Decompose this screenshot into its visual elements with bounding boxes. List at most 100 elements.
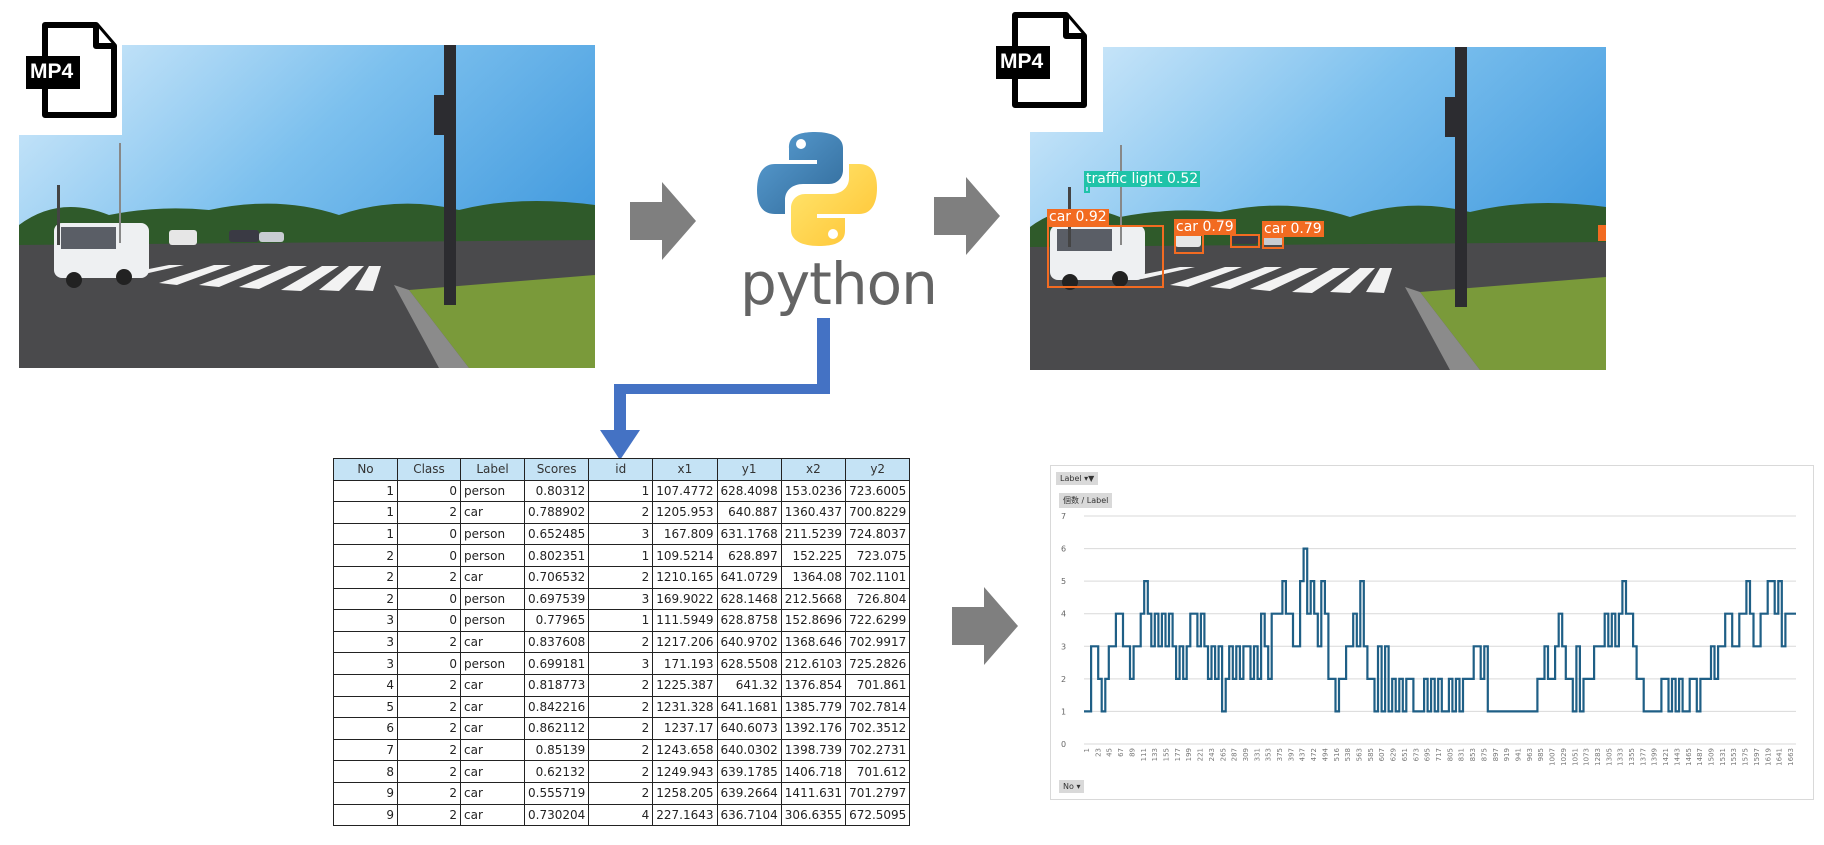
table-cell-class: 0: [397, 652, 461, 675]
table-cell-x1: 1258.205: [652, 781, 718, 805]
python-wordmark: python: [740, 250, 938, 318]
table-cell-y2: 702.7814: [845, 695, 911, 719]
svg-text:673: 673: [1412, 748, 1420, 761]
input-mp4-label: MP4: [30, 60, 74, 83]
table-cell-y1: 641.1681: [716, 695, 782, 719]
svg-text:1465: 1465: [1685, 748, 1693, 766]
table-cell-label: person: [460, 544, 525, 567]
table-cell-id: 3: [588, 522, 654, 546]
output-mp4-file-icon: MP4: [988, 10, 1088, 120]
table-cell-no: 1: [333, 501, 398, 524]
table-cell-no: 2: [333, 544, 398, 567]
table-cell-y2: 723.075: [845, 544, 911, 567]
table-cell-x1: 1231.328: [652, 695, 718, 719]
table-cell-x2: 1385.779: [780, 695, 847, 719]
table-cell-class: 2: [397, 695, 461, 719]
table-cell-class: 2: [397, 630, 461, 654]
table-cell-y2: 702.3512: [845, 717, 911, 740]
table-cell-class: 2: [397, 717, 461, 740]
table-cell-id: 2: [588, 717, 654, 740]
table-cell-x2: 1406.718: [780, 760, 847, 783]
table-cell-scores: 0.80312: [523, 479, 590, 503]
axis-field-button[interactable]: No ▾: [1059, 780, 1085, 793]
table-cell-scores: 0.730204: [523, 803, 590, 827]
table-cell-class: 2: [397, 738, 461, 762]
detection-label-car-1: car 0.92: [1047, 209, 1109, 225]
table-cell-x1: 227.1643: [652, 803, 718, 827]
table-cell-label: car: [460, 630, 525, 654]
svg-text:5: 5: [1061, 577, 1066, 586]
table-cell-no: 7: [333, 738, 398, 762]
table-cell-scores: 0.77965: [523, 609, 590, 632]
svg-text:1487: 1487: [1696, 748, 1704, 766]
table-cell-y1: 640.887: [716, 501, 782, 524]
svg-text:629: 629: [1390, 748, 1398, 761]
table-cell-id: 2: [588, 760, 654, 783]
table-cell-class: 2: [397, 781, 461, 805]
svg-text:919: 919: [1503, 748, 1511, 761]
svg-text:1051: 1051: [1571, 748, 1579, 766]
table-cell-class: 0: [397, 522, 461, 546]
table-cell-x2: 1398.739: [780, 738, 847, 762]
table-cell-scores: 0.85139: [523, 738, 590, 762]
svg-text:111: 111: [1140, 748, 1148, 761]
arrow-right-icon: [934, 177, 1000, 255]
svg-text:985: 985: [1537, 748, 1545, 761]
arrow-right-icon: [952, 587, 1018, 665]
svg-text:1663: 1663: [1787, 748, 1795, 766]
svg-text:1641: 1641: [1776, 748, 1784, 766]
table-cell-x2: 211.5239: [780, 522, 847, 546]
table-cell-y1: 628.5508: [716, 652, 782, 675]
table-cell-class: 2: [397, 760, 461, 783]
table-cell-scores: 0.862112: [523, 717, 590, 740]
svg-text:1: 1: [1083, 748, 1091, 752]
table-cell-x1: 1217.206: [652, 630, 718, 654]
table-cell-id: 2: [588, 501, 654, 524]
detection-label-car-2: car 0.79: [1174, 219, 1236, 235]
svg-text:1509: 1509: [1708, 748, 1716, 766]
svg-text:1531: 1531: [1719, 748, 1727, 766]
table-cell-no: 3: [333, 652, 398, 675]
table-cell-no: 1: [333, 522, 398, 546]
svg-text:437: 437: [1299, 748, 1307, 761]
table-cell-scores: 0.802351: [523, 544, 590, 567]
value-field-button[interactable]: 個数 / Label: [1059, 493, 1113, 508]
table-cell-no: 2: [333, 565, 398, 589]
svg-text:651: 651: [1401, 748, 1409, 761]
output-video-frame: traffic light 0.52 car 0.92 car 0.79 car…: [1030, 47, 1606, 370]
table-cell-x2: 1376.854: [780, 673, 847, 697]
table-cell-class: 0: [397, 544, 461, 567]
svg-text:67: 67: [1117, 748, 1125, 757]
annotated-street-scene-image: [1030, 47, 1606, 370]
column-header-no: No: [333, 458, 398, 481]
svg-text:1553: 1553: [1730, 748, 1738, 766]
label-filter-button[interactable]: Label ▾▼: [1056, 472, 1099, 485]
detection-box-car-4: [1262, 236, 1284, 249]
table-cell-x2: 152.225: [780, 544, 847, 567]
table-cell-no: 4: [333, 673, 398, 697]
table-cell-x2: 1368.646: [780, 630, 847, 654]
table-cell-label: car: [460, 803, 525, 827]
table-cell-scores: 0.62132: [523, 760, 590, 783]
table-cell-y2: 700.8229: [845, 501, 911, 524]
svg-text:831: 831: [1458, 748, 1466, 761]
svg-text:309: 309: [1242, 748, 1250, 761]
table-cell-label: car: [460, 717, 525, 740]
svg-text:875: 875: [1480, 748, 1488, 761]
svg-text:607: 607: [1378, 748, 1386, 761]
table-cell-y1: 628.1468: [716, 587, 782, 611]
svg-text:1283: 1283: [1594, 748, 1602, 766]
input-mp4-file-icon: MP4: [18, 20, 118, 130]
column-header-y1: y1: [716, 458, 782, 481]
